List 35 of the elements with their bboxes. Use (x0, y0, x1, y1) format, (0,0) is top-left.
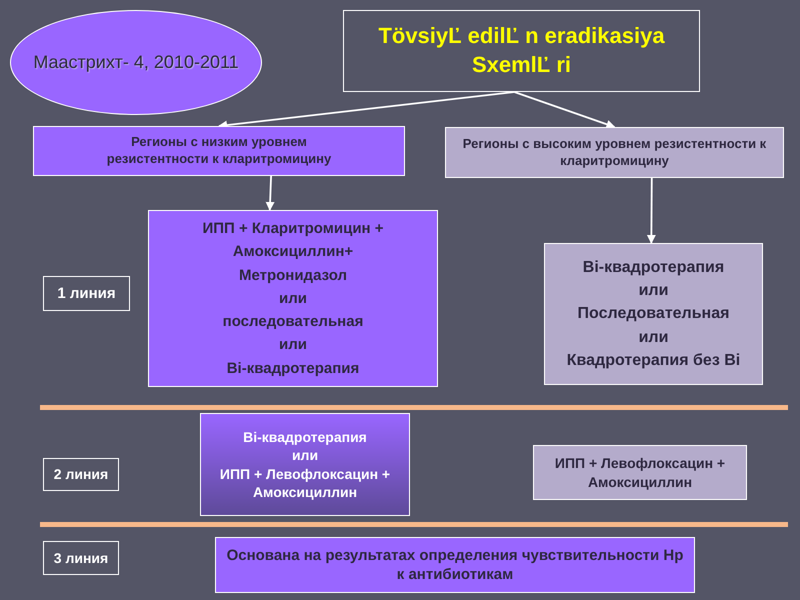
line-label-box (43, 458, 119, 491)
node-text: ИПП + Левофлоксацин + Амоксициллин (554, 454, 726, 491)
node-text: Регионы с низким уровнем резистентности к кларитромицину (106, 134, 332, 168)
therapy-box (544, 243, 763, 385)
arrow (514, 91, 616, 129)
node-text: Bi-квадротерапия (582, 258, 724, 278)
node-text: последовательная (222, 312, 364, 332)
node-text: TövsiyĽ edilĽ n eradikasiya SxemlĽ ri (377, 22, 666, 79)
title-box (343, 10, 700, 92)
region-box (33, 126, 405, 176)
line-label-box (43, 276, 130, 311)
node-text: Bi-квадротерапия (243, 428, 367, 446)
node-text: или (638, 328, 668, 348)
node-text: Последовательная (578, 304, 730, 324)
node-text: или (279, 288, 307, 309)
therapy-box (148, 210, 438, 387)
node-text: Регионы с высоким уровнем резистентности к кларитромицину (462, 136, 768, 170)
node-text: Bi-квадротерапия (226, 358, 360, 379)
node-text: или (279, 335, 307, 356)
node-text: 1 линия (57, 284, 116, 304)
node-text: или (292, 446, 318, 464)
node-text: 2 линия (54, 465, 108, 484)
line-label-box (43, 541, 119, 575)
node-text: Маастрихт- 4, 2010-2011 (33, 51, 239, 74)
node-text: ИПП + Левофлоксацин + Амоксициллин (218, 464, 392, 501)
therapy-box (215, 537, 695, 593)
therapy-box (533, 445, 747, 500)
node-text: 3 линия (54, 548, 108, 568)
region-box (445, 127, 784, 178)
node-text: Квадротерапия без Bi (566, 350, 740, 371)
arrow (266, 176, 275, 211)
arrow (646, 178, 656, 244)
node-text: или (638, 281, 668, 302)
therapy-box (200, 413, 410, 516)
node-text: Основана на результатах определения чувствительности Нр к антибиотикам (226, 546, 684, 584)
